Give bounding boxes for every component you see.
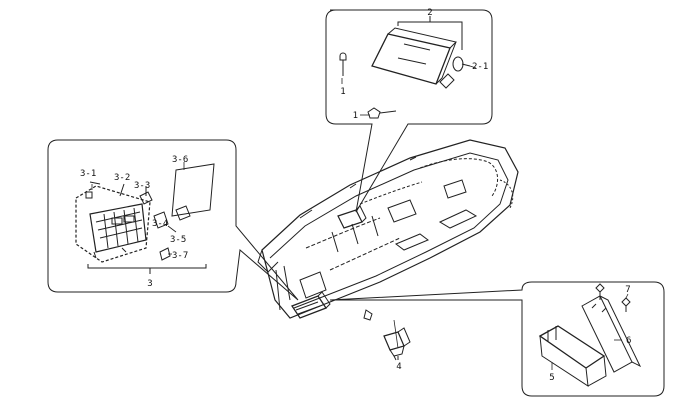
label-part-3-6: 3-6: [172, 155, 188, 165]
label-part-5: 5: [549, 373, 554, 383]
label-part-6: 6: [626, 336, 631, 346]
label-part-3-5: 3-5: [170, 235, 186, 245]
label-part-1a: 1: [340, 87, 345, 97]
label-part-7: 7: [625, 285, 630, 295]
callout-fuse-box: [47, 139, 299, 301]
label-part-2-1: 2-1: [472, 62, 488, 72]
label-part-2: 2: [427, 8, 432, 18]
callout-controller: [325, 9, 493, 213]
label-part-3-4: 3-4: [152, 219, 168, 229]
callout-module-bracket: [329, 281, 665, 397]
label-part-3-1: 3-1: [80, 169, 96, 179]
label-part-3-3: 3-3: [134, 181, 150, 191]
label-part-4: 4: [396, 362, 401, 372]
leader-lines: [91, 65, 629, 370]
dashboard-assembly: [257, 139, 519, 319]
label-part-1b: 1: [353, 111, 358, 121]
part-4-switch: [363, 309, 411, 361]
fuse-box-location: [291, 291, 331, 319]
label-part-3-2: 3-2: [114, 173, 130, 183]
part-labels: 2 2-1 1 1 3-1 3-2 3-3 3-6 3-4 3-5 3-7 3 …: [80, 8, 631, 383]
label-part-3: 3: [147, 279, 152, 289]
label-part-3-7: 3-7: [172, 251, 188, 261]
